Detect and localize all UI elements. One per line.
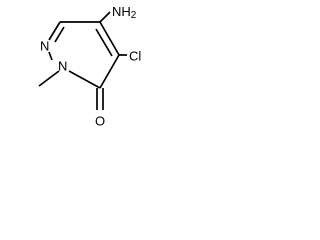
bond-n1-c6 [48, 21, 61, 41]
bond-c4-c3 [99, 54, 120, 89]
bond-c5-nh2 [99, 11, 111, 23]
cl-label: Cl [129, 49, 141, 64]
bonds [38, 11, 127, 110]
bond-c5-c4-inner [95, 28, 113, 57]
atom-labels: NH2 N N Cl O [40, 4, 141, 129]
o-label: O [95, 114, 105, 129]
bond-c5-c4 [99, 21, 120, 56]
chemical-structure: NH2 N N Cl O [38, 4, 141, 129]
bond-n1-c6-inner [54, 26, 65, 43]
n-ring-methyl-label: N [58, 59, 67, 74]
bond-n2-n1 [48, 51, 53, 61]
bond-n2-methyl [38, 70, 60, 87]
nh2-label: NH2 [112, 4, 137, 21]
n-ring-top-label: N [40, 39, 49, 54]
bond-c3-n2 [68, 70, 101, 89]
